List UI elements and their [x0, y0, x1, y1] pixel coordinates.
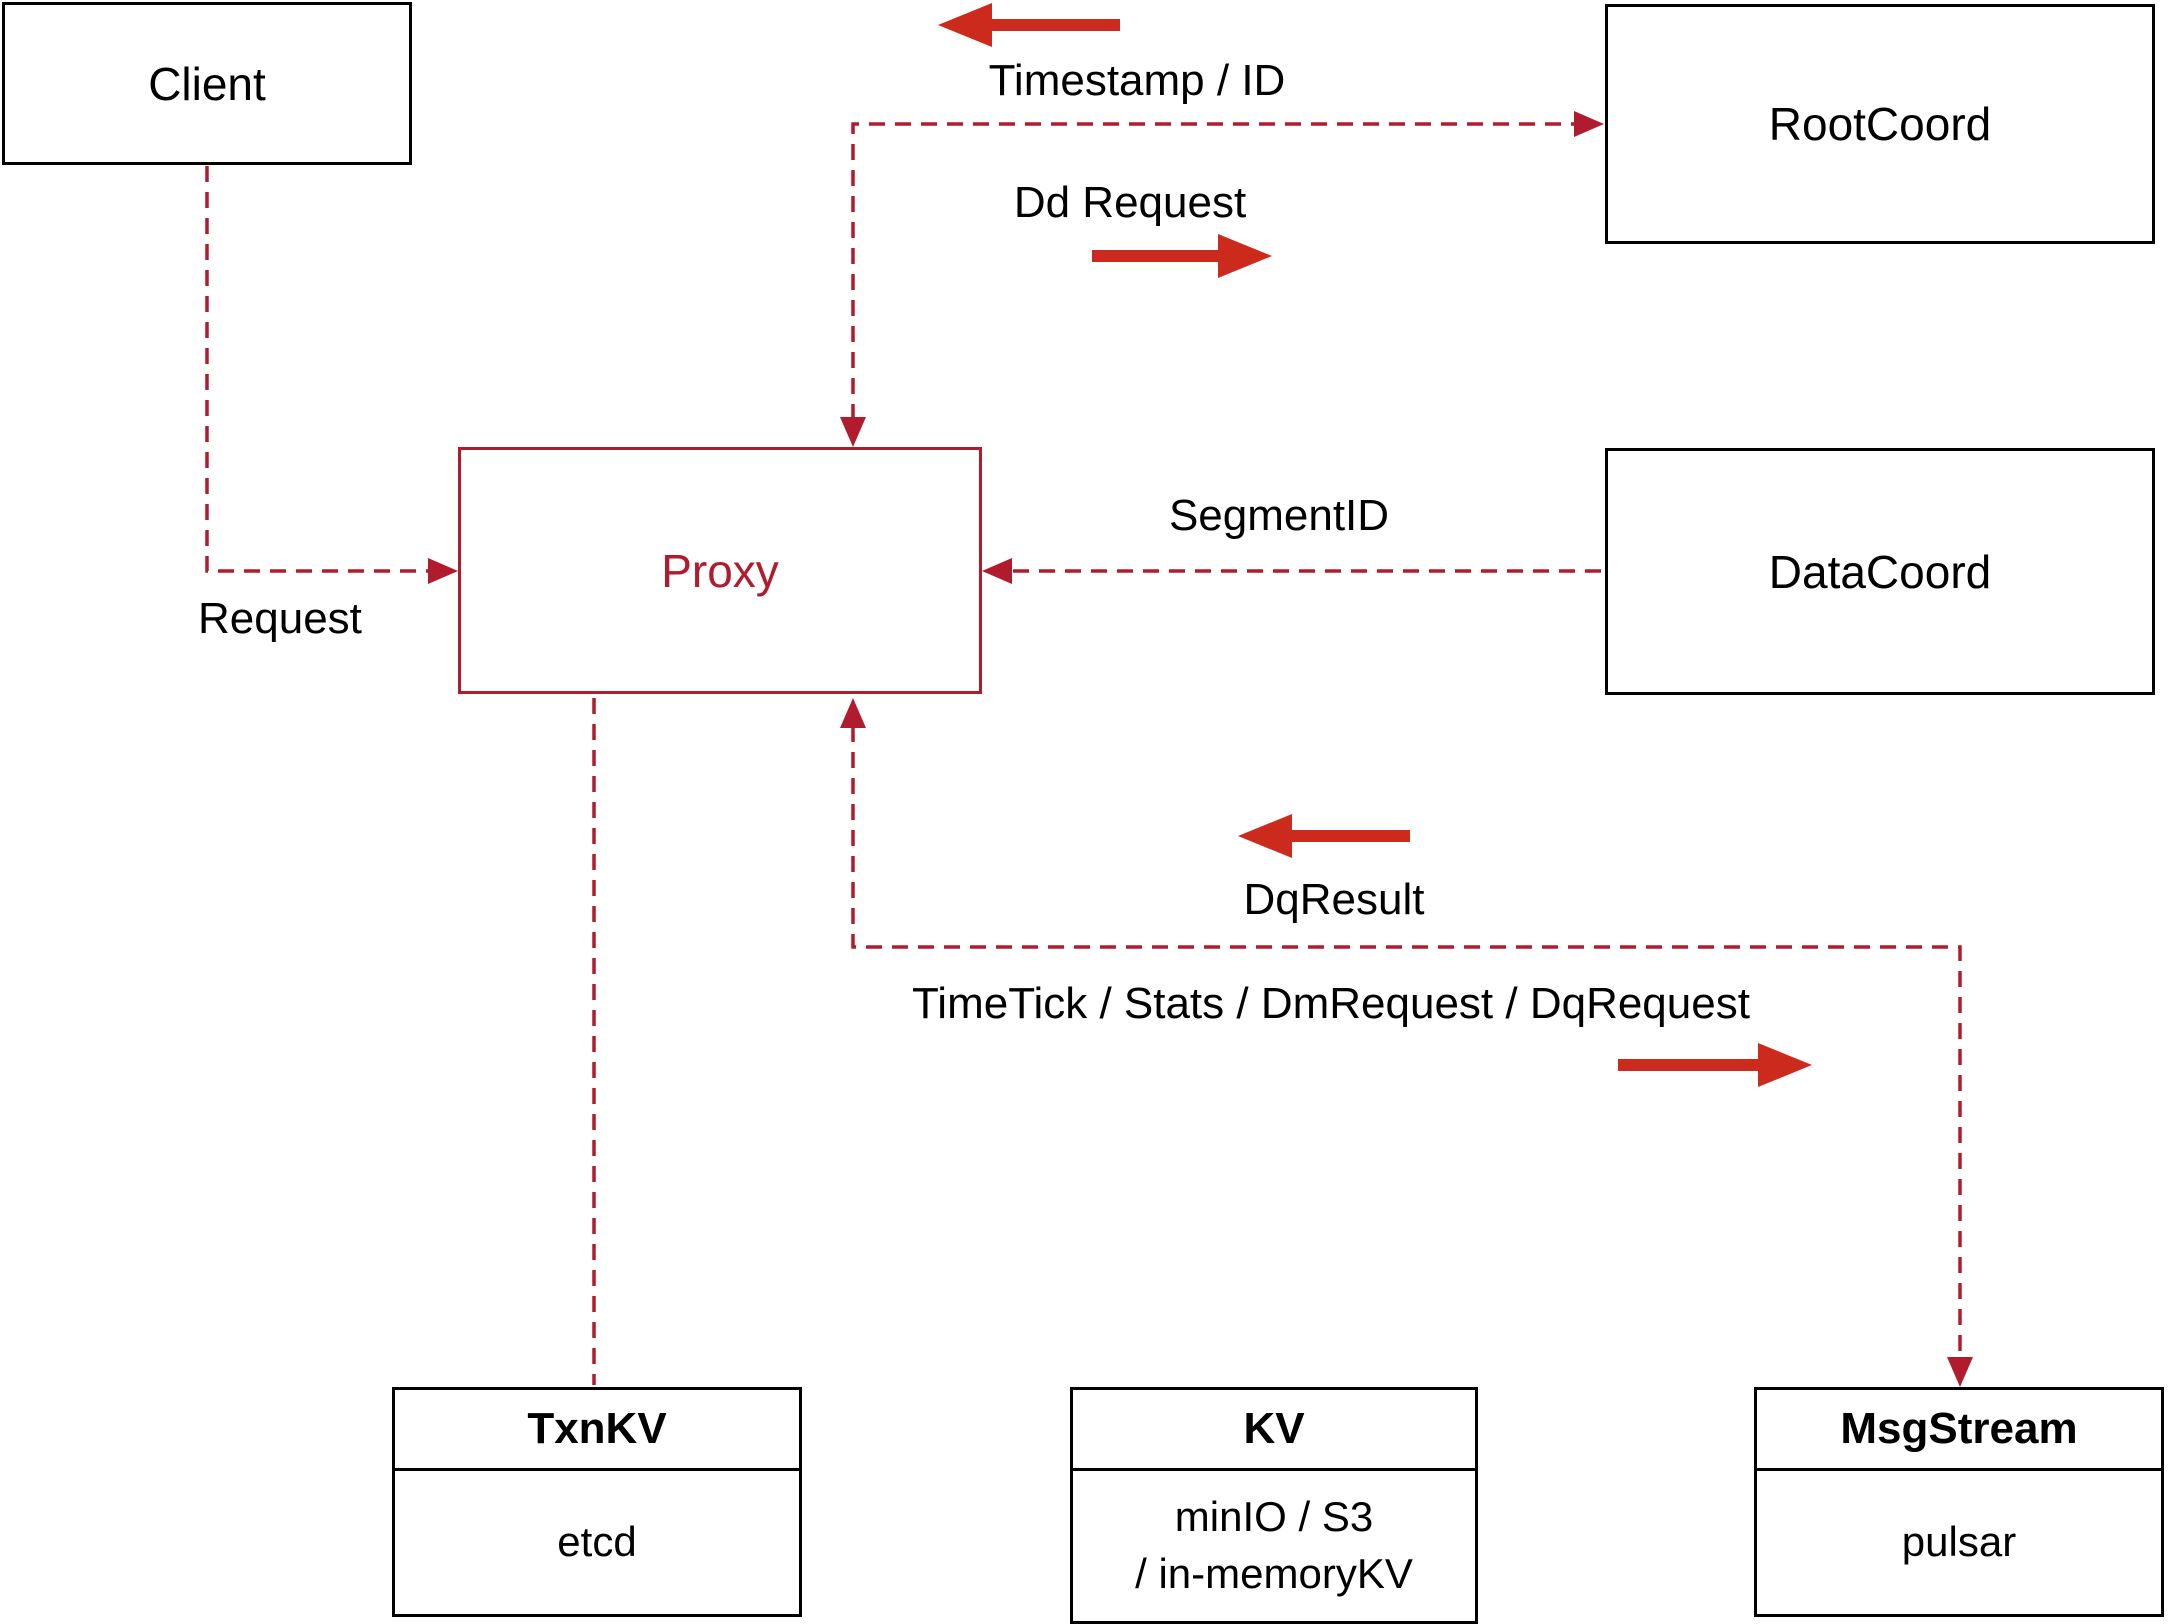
edge-label-timetick: TimeTick / Stats / DmRequest / DqRequest: [912, 979, 1750, 1028]
node-txnkv-body: etcd: [557, 1518, 637, 1566]
node-proxy-label: Proxy: [661, 544, 779, 597]
node-txnkv: TxnKV etcd: [392, 1387, 802, 1617]
arrowhead-into-proxy-top: [840, 417, 866, 447]
arrowhead-into-msgstream: [1947, 1357, 1973, 1387]
node-client-label: Client: [148, 57, 266, 110]
node-kv-title: KV: [1073, 1390, 1475, 1471]
direction-arrow-ddrequest-right-icon: [1092, 234, 1272, 278]
node-kv: KV minIO / S3 / in-memoryKV: [1070, 1387, 1478, 1624]
node-msgstream-title: MsgStream: [1757, 1390, 2161, 1471]
node-msgstream-body: pulsar: [1901, 1518, 2017, 1566]
direction-arrow-timestamp-left-icon: [938, 3, 1120, 47]
node-txnkv-title: TxnKV: [395, 1390, 799, 1471]
edge-label-dq-result: DqResult: [1243, 875, 1425, 924]
direction-arrow-timetick-right-icon: [1618, 1043, 1812, 1087]
node-client: Client: [2, 2, 412, 165]
node-datacoord-label: DataCoord: [1768, 545, 1992, 598]
edge-label-request: Request: [198, 594, 362, 643]
node-rootcoord: RootCoord: [1605, 4, 2155, 244]
node-datacoord: DataCoord: [1605, 448, 2155, 695]
node-rootcoord-label: RootCoord: [1768, 98, 1992, 150]
direction-arrow-dqresult-left-icon: [1238, 814, 1410, 858]
edge-client-to-proxy: [205, 166, 430, 573]
node-msgstream: MsgStream pulsar: [1754, 1387, 2164, 1617]
edge-label-segment-id: SegmentID: [1168, 491, 1390, 540]
edge-proxy-to-rootcoord: [851, 122, 1576, 420]
edge-proxy-to-msgstream: [851, 726, 1962, 1358]
edge-label-timestamp-id: Timestamp / ID: [988, 56, 1286, 105]
node-kv-body-line1: minIO / S3: [1174, 1493, 1374, 1541]
edge-label-dd-request: Dd Request: [1013, 178, 1247, 227]
arrowhead-into-proxy-left: [428, 558, 458, 584]
arrowhead-into-proxy-bottom: [840, 698, 866, 728]
node-proxy: Proxy: [458, 447, 982, 694]
node-kv-body-line2: / in-memoryKV: [1135, 1550, 1413, 1597]
arrowhead-into-rootcoord: [1574, 111, 1604, 137]
arrowhead-into-proxy-right: [982, 558, 1012, 584]
